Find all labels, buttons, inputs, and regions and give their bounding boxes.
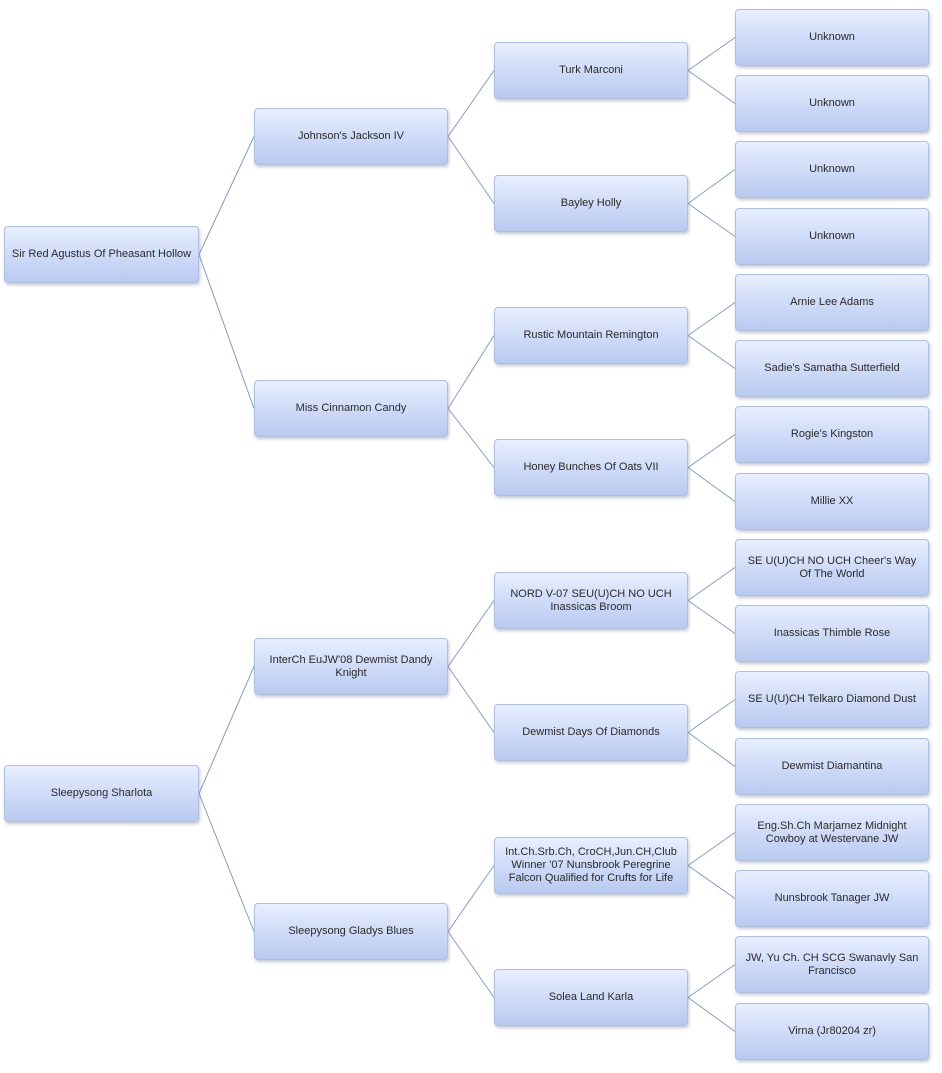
pedigree-ancestor-g3-6: Dewmist Days Of Diamonds (494, 704, 688, 761)
connector-line (687, 600, 736, 634)
connector-line (687, 832, 736, 866)
pedigree-ancestor-g4-16: Virna (Jr80204 zr) (735, 1003, 929, 1060)
connector-line (447, 666, 495, 733)
connector-line (198, 793, 255, 932)
pedigree-dam-dam: Sleepysong Gladys Blues (254, 903, 448, 960)
pedigree-ancestor-g3-7: Int.Ch.Srb.Ch, CroCH,Jun.CH,Club Winner … (494, 837, 688, 894)
connector-line (687, 699, 736, 733)
pedigree-ancestor-g3-5: NORD V-07 SEU(U)CH NO UCH Inassicas Broo… (494, 572, 688, 629)
connector-line (687, 467, 736, 502)
connector-line (687, 335, 736, 369)
pedigree-ancestor-g4-2: Unknown (735, 75, 929, 132)
connector-line (447, 70, 495, 137)
pedigree-ancestor-g4-8: Millie XX (735, 473, 929, 530)
pedigree-ancestor-g4-4: Unknown (735, 208, 929, 265)
pedigree-ancestor-g3-3: Rustic Mountain Remington (494, 307, 688, 364)
pedigree-ancestor-g4-11: SE U(U)CH Telkaro Diamond Dust (735, 671, 929, 728)
pedigree-ancestor-g4-13: Eng.Sh.Ch Marjamez Midnight Cowboy at We… (735, 804, 929, 861)
pedigree-ancestor-g4-3: Unknown (735, 141, 929, 198)
connector-line (447, 408, 495, 468)
connector-line (687, 865, 736, 899)
connector-line (198, 136, 255, 255)
connector-line (687, 169, 736, 204)
connector-line (687, 567, 736, 601)
pedigree-ancestor-g4-10: Inassicas Thimble Rose (735, 605, 929, 662)
pedigree-ancestor-g3-4: Honey Bunches Of Oats VII (494, 439, 688, 496)
connector-line (687, 70, 736, 104)
connector-line (198, 666, 255, 794)
pedigree-ancestor-g4-1: Unknown (735, 9, 929, 66)
connector-line (687, 203, 736, 237)
connector-line (447, 931, 495, 998)
pedigree-dam-sire: InterCh EuJW'08 Dewmist Dandy Knight (254, 638, 448, 695)
pedigree-sire: Sir Red Agustus Of Pheasant Hollow (4, 226, 199, 283)
connector-line (687, 37, 736, 71)
connector-line (447, 865, 495, 932)
connector-line (687, 434, 736, 468)
connector-line (447, 136, 495, 204)
connector-line (447, 335, 495, 409)
connector-line (198, 254, 255, 409)
pedigree-ancestor-g4-9: SE U(U)CH NO UCH Cheer's Way Of The Worl… (735, 539, 929, 596)
pedigree-ancestor-g4-12: Dewmist Diamantina (735, 738, 929, 795)
pedigree-ancestor-g4-14: Nunsbrook Tanager JW (735, 870, 929, 927)
pedigree-ancestor-g4-7: Rogie's Kingston (735, 406, 929, 463)
pedigree-dam: Sleepysong Sharlota (4, 765, 199, 822)
connector-line (447, 600, 495, 667)
connector-line (687, 732, 736, 767)
pedigree-ancestor-g3-1: Turk Marconi (494, 42, 688, 99)
pedigree-sire-sire: Johnson's Jackson IV (254, 108, 448, 165)
pedigree-ancestor-g3-2: Bayley Holly (494, 175, 688, 232)
connector-line (687, 997, 736, 1032)
pedigree-ancestor-g4-5: Arnie Lee Adams (735, 274, 929, 331)
connector-line (687, 302, 736, 336)
pedigree-sire-dam: Miss Cinnamon Candy (254, 380, 448, 437)
pedigree-ancestor-g4-6: Sadie's Samatha Sutterfield (735, 340, 929, 397)
pedigree-ancestor-g4-15: JW, Yu Ch. CH SCG Swanavly San Francisco (735, 936, 929, 993)
connector-line (687, 964, 736, 998)
pedigree-ancestor-g3-8: Solea Land Karla (494, 969, 688, 1026)
